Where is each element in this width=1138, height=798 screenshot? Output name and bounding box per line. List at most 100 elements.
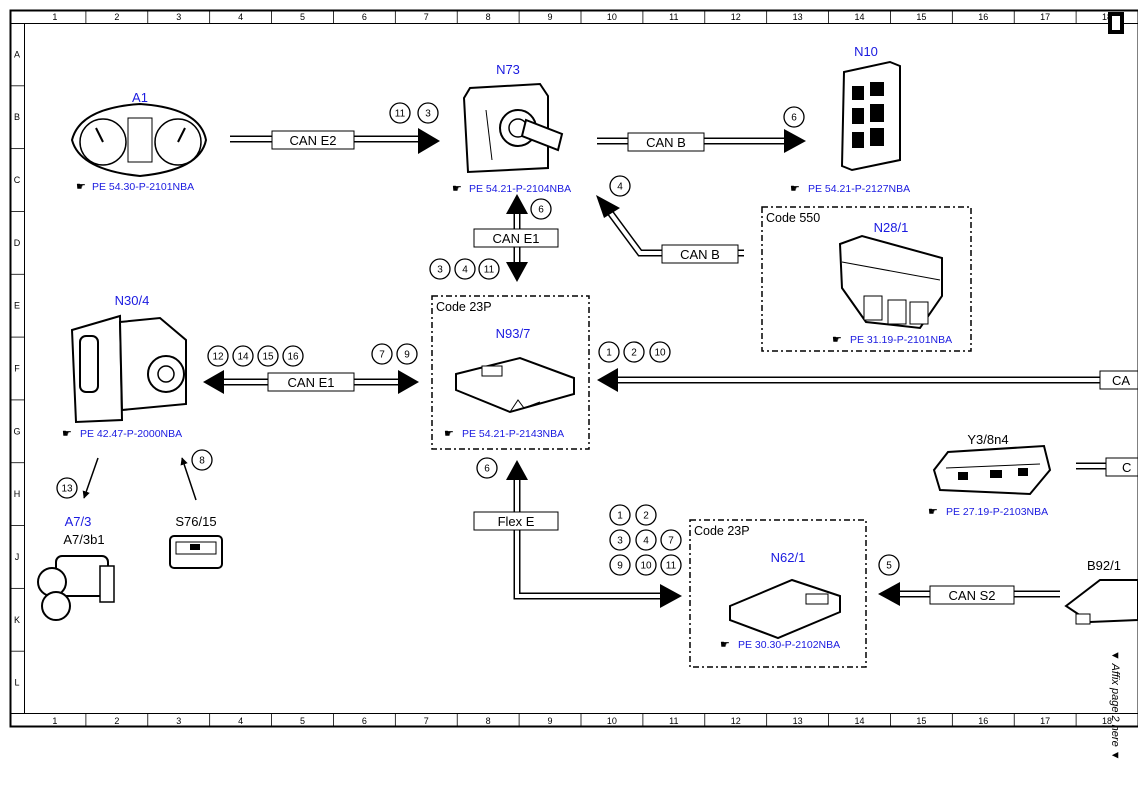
marker-13: 13 <box>56 477 78 499</box>
svg-text:1: 1 <box>617 511 623 522</box>
y3-8n4-ref[interactable]: ☛ PE 27.19-P-2103NBA <box>928 506 1048 518</box>
flex-e-label: Flex E <box>498 514 535 529</box>
column-number: 17 <box>1040 716 1050 726</box>
pointing-hand-icon: ☛ <box>790 183 800 195</box>
n10-ref[interactable]: ☛ PE 54.21-P-2127NBA <box>790 183 910 195</box>
marker-3: 3 <box>417 102 439 124</box>
column-number: 12 <box>731 716 741 726</box>
pointing-hand-icon: ☛ <box>444 428 454 440</box>
n30-4-label: N30/4 <box>115 293 150 308</box>
svg-text:11: 11 <box>484 265 495 276</box>
affix-note: ▼ Affix page 2 here ▼ <box>1109 650 1121 761</box>
svg-text:3: 3 <box>437 265 443 276</box>
marker-1: 1 <box>598 341 620 363</box>
a1-label: A1 <box>132 90 148 105</box>
svg-text:11: 11 <box>395 109 406 120</box>
marker-4: 4 <box>454 258 476 280</box>
n62-1-ref[interactable]: ☛ PE 30.30-P-2102NBA <box>720 639 840 651</box>
marker-2: 2 <box>623 341 645 363</box>
svg-text:PE 54.21-P-2143NBA[interactable]: PE 54.21-P-2143NBA <box>462 428 564 440</box>
column-number: 16 <box>978 716 988 726</box>
column-ticks: 1122334455667788991010111112121313141415… <box>52 11 1112 726</box>
column-number: 14 <box>854 12 864 22</box>
marker-1: 1 <box>609 504 631 526</box>
marker-3: 3 <box>429 258 451 280</box>
n62-1-code: Code 23P <box>694 524 750 538</box>
svg-text:6: 6 <box>484 464 490 475</box>
n10-sam-module <box>840 60 901 172</box>
n28-1-label: N28/1 <box>874 220 909 235</box>
svg-text:PE 54.30-P-2101NBA[interactable]: PE 54.30-P-2101NBA <box>92 181 194 193</box>
right-stub-label: C <box>1122 460 1131 475</box>
column-number: 12 <box>731 12 741 22</box>
row-letter: L <box>14 678 19 688</box>
n73-label: N73 <box>496 62 520 77</box>
n93-7-ref[interactable]: ☛ PE 54.21-P-2143NBA <box>444 428 564 440</box>
marker-11: 11 <box>478 258 500 280</box>
svg-text:PE 31.19-P-2101NBA[interactable]: PE 31.19-P-2101NBA <box>850 334 952 346</box>
svg-text:4: 4 <box>617 182 623 193</box>
svg-text:6: 6 <box>538 205 544 216</box>
can-s2-label: CAN S2 <box>949 588 996 603</box>
svg-text:PE 42.47-P-2000NBA[interactable]: PE 42.47-P-2000NBA <box>80 428 182 440</box>
svg-text:13: 13 <box>61 484 73 495</box>
n28-1-module <box>761 206 972 352</box>
marker-10: 10 <box>649 341 671 363</box>
marker-14: 14 <box>232 345 254 367</box>
binder-tab-window <box>1112 16 1120 30</box>
b92-1-label: B92/1 <box>1087 558 1121 573</box>
column-number: 13 <box>793 12 803 22</box>
can-b-top-label: CAN B <box>646 135 686 150</box>
n73-ref[interactable]: ☛ PE 54.21-P-2104NBA <box>452 183 571 195</box>
svg-text:2: 2 <box>631 348 637 359</box>
svg-text:3: 3 <box>425 109 431 120</box>
svg-text:15: 15 <box>262 352 274 363</box>
svg-text:4: 4 <box>643 536 649 547</box>
row-letter: J <box>15 552 20 562</box>
column-number: 7 <box>424 716 429 726</box>
column-number: 5 <box>300 716 305 726</box>
pointing-hand-icon: ☛ <box>832 334 842 346</box>
a1-instrument-cluster <box>70 102 208 178</box>
a7-3b1-label: A7/3b1 <box>63 532 104 547</box>
column-number: 1 <box>52 12 57 22</box>
svg-text:PE 54.21-P-2127NBA[interactable]: PE 54.21-P-2127NBA <box>808 183 910 195</box>
row-letter: E <box>14 301 20 311</box>
bus-label-boxes <box>267 130 1138 605</box>
n62-1-label: N62/1 <box>771 550 806 565</box>
bus-can-right <box>597 368 1138 392</box>
column-number: 16 <box>978 12 988 22</box>
svg-text:7: 7 <box>668 536 674 547</box>
column-number: 1 <box>52 716 57 726</box>
bus-flex-e <box>506 460 682 608</box>
column-number: 2 <box>114 716 119 726</box>
svg-text:2: 2 <box>643 511 649 522</box>
column-number: 18 <box>1102 12 1112 22</box>
svg-text:PE 27.19-P-2103NBA[interactable]: PE 27.19-P-2103NBA <box>946 506 1048 518</box>
svg-text:PE 30.30-P-2102NBA[interactable]: PE 30.30-P-2102NBA <box>738 639 840 651</box>
svg-text:8: 8 <box>199 456 205 467</box>
n28-1-ref[interactable]: ☛ PE 31.19-P-2101NBA <box>832 334 952 346</box>
column-number: 8 <box>486 716 491 726</box>
a7-3-component <box>37 555 115 621</box>
marker-15: 15 <box>257 345 279 367</box>
column-number: 3 <box>176 12 181 22</box>
column-number: 9 <box>548 716 553 726</box>
n28-1-code: Code 550 <box>766 211 820 225</box>
n93-7-module <box>431 295 590 450</box>
svg-text:PE 54.21-P-2104NBA[interactable]: PE 54.21-P-2104NBA <box>469 183 571 195</box>
svg-text:16: 16 <box>287 352 299 363</box>
marker-7: 7 <box>371 343 393 365</box>
marker-6: 6 <box>783 106 805 128</box>
column-number: 4 <box>238 12 243 22</box>
column-number: 13 <box>793 716 803 726</box>
n10-label: N10 <box>854 44 878 59</box>
s76-15-label: S76/15 <box>175 514 216 529</box>
row-letter: F <box>14 364 20 374</box>
marker-9: 9 <box>396 343 418 365</box>
n30-4-ref[interactable]: ☛ PE 42.47-P-2000NBA <box>62 428 182 440</box>
a1-ref[interactable]: ☛ PE 54.30-P-2101NBA <box>76 181 194 193</box>
a7-3-label: A7/3 <box>65 514 92 529</box>
